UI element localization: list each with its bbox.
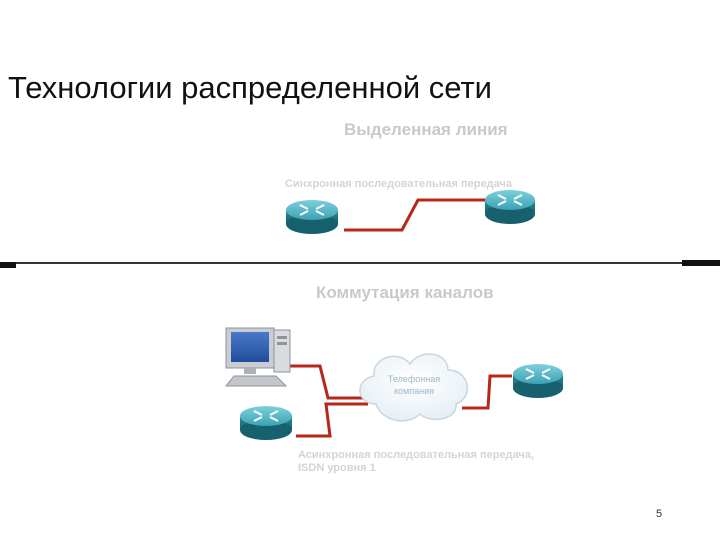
- leased-line-link: [344, 198, 488, 232]
- cloud-router-link: [462, 374, 512, 410]
- leased-line-caption: Синхронная последовательная передача: [285, 178, 512, 190]
- pc-cloud-link: [288, 364, 368, 400]
- circuit-switching-heading: Коммутация каналов: [316, 283, 494, 302]
- section-divider: [0, 262, 720, 264]
- cloud-label: Телефонная компания: [374, 373, 454, 397]
- router-icon: [485, 190, 535, 224]
- router-icon: [286, 200, 338, 234]
- cloud-label-line2: компания: [394, 386, 434, 396]
- page-number: 5: [656, 508, 663, 520]
- leased-line-heading: Выделенная линия: [344, 120, 508, 139]
- pc-icon: [224, 327, 291, 387]
- router-cloud-link: [296, 402, 368, 438]
- router-icon: [513, 364, 563, 398]
- divider-left-tick: [0, 262, 16, 268]
- router-icon: [240, 406, 292, 440]
- slide-title: Технологии распределенной сети: [8, 70, 492, 105]
- circuit-caption-line1: Асинхронная последовательная передача,: [298, 449, 534, 461]
- cloud-icon: [359, 353, 469, 422]
- circuit-caption-line2: ISDN уровня 1: [298, 462, 376, 474]
- divider-right-tick: [682, 260, 720, 266]
- cloud-label-line1: Телефонная: [387, 374, 441, 384]
